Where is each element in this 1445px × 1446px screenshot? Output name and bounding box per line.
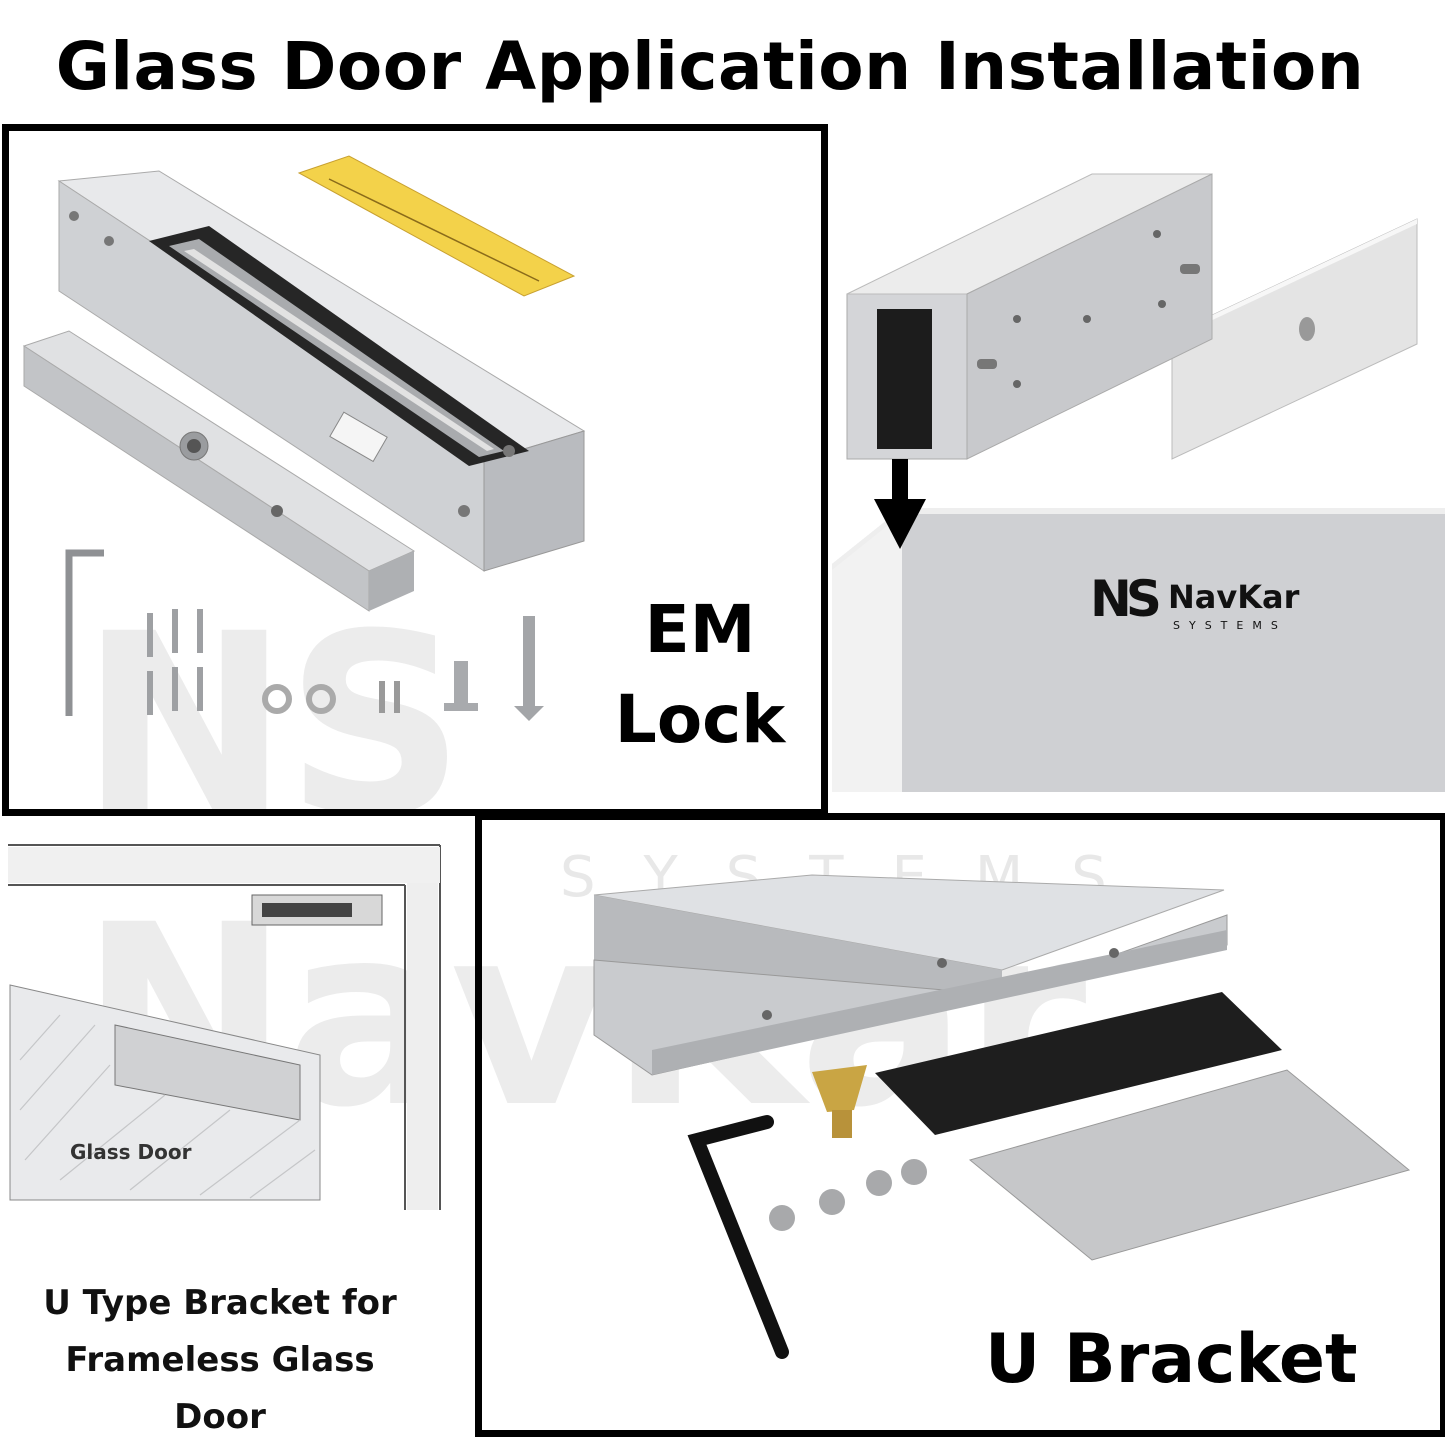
em-lock-kit-illustration — [22, 155, 586, 721]
u-type-caption-line3: Door — [174, 1397, 266, 1437]
glass-door-label: Glass Door — [70, 1140, 192, 1164]
rubber-pad — [875, 992, 1282, 1135]
template-sticker — [297, 155, 576, 297]
allen-key-icon — [65, 549, 104, 716]
screw-set — [147, 609, 203, 715]
u-type-caption: U Type Bracket for Frameless Glass Door — [20, 1275, 420, 1446]
u-type-caption-line1: U Type Bracket for — [43, 1283, 397, 1323]
door-edge — [832, 508, 902, 792]
door-face — [902, 508, 1445, 792]
em-lock-label: EM Lock — [600, 585, 800, 765]
em-lock-label-line1: EM — [644, 591, 756, 668]
metal-plate — [968, 1069, 1411, 1261]
bracket-hole — [1299, 317, 1315, 341]
logo-name: NavKar — [1168, 578, 1300, 616]
em-lock-label-line2: Lock — [614, 681, 786, 758]
em-lock-panel — [2, 124, 828, 816]
logo-mark: NS — [1090, 570, 1162, 628]
bracket-slot — [877, 309, 932, 449]
bolt-icon — [523, 616, 535, 706]
page-title: Glass Door Application Installation — [55, 28, 1365, 105]
sex-bolt-icon — [454, 661, 468, 706]
u-bracket-kit-illustration — [593, 874, 1411, 1359]
washer-icon — [262, 684, 292, 714]
grub-screw-set — [769, 1159, 927, 1231]
brass-screw-icon — [812, 1065, 867, 1112]
allen-key-icon — [687, 1115, 789, 1359]
u-type-caption-line2: Frameless Glass — [65, 1340, 375, 1380]
door-mount-illustration — [832, 173, 1445, 792]
u-bracket-panel — [475, 813, 1445, 1437]
u-type-diagram — [8, 844, 441, 1210]
down-arrow-icon — [874, 499, 926, 549]
washer-icon — [306, 684, 336, 714]
u-bracket-label: U Bracket — [985, 1320, 1358, 1399]
logo-sub: SYSTEMS — [1173, 619, 1287, 632]
